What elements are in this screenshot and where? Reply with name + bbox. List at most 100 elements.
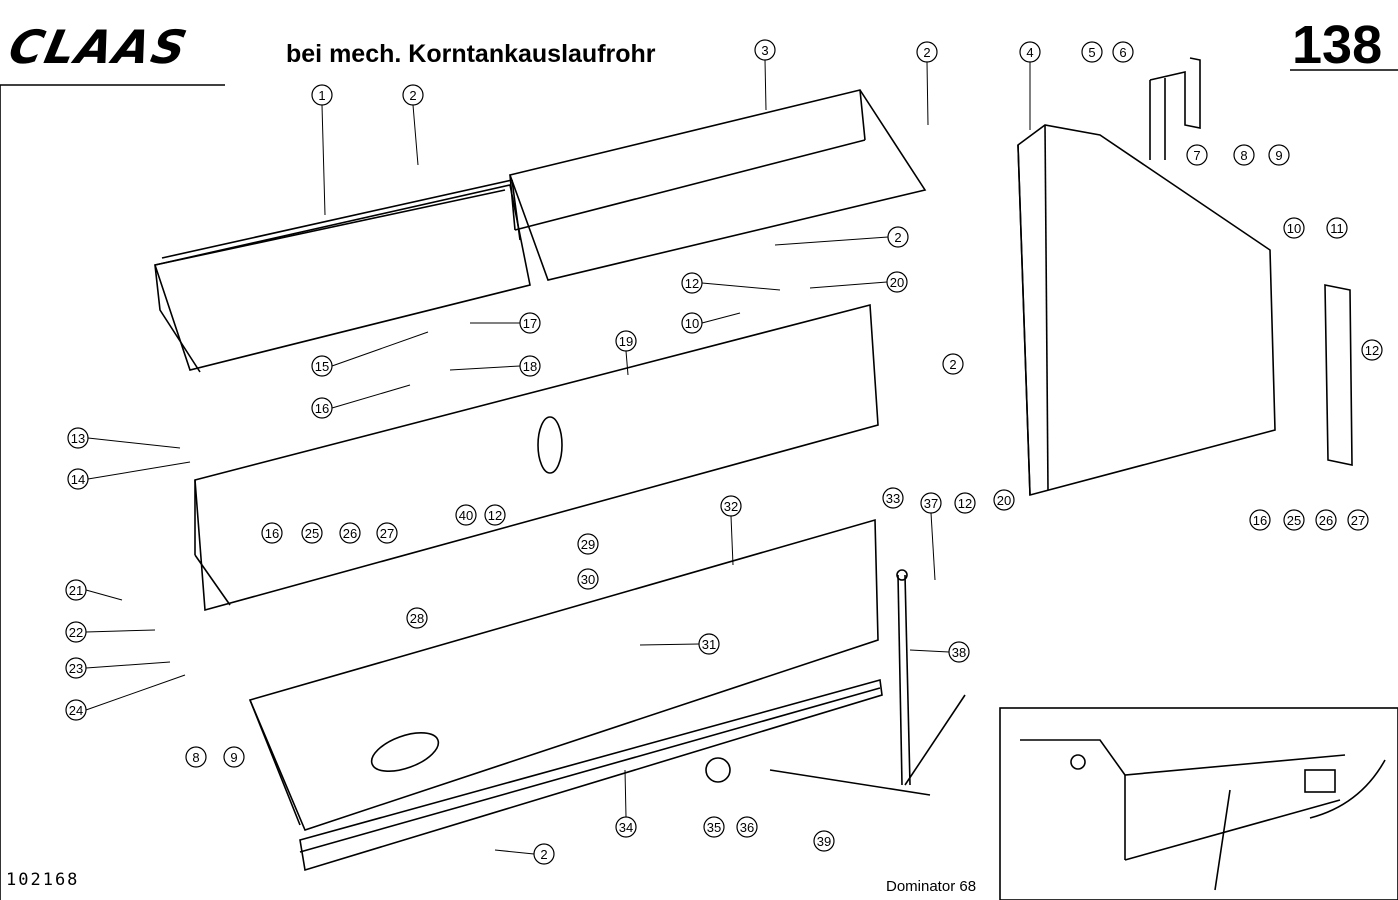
callout: 1 <box>311 84 333 106</box>
part-34-rail <box>299 678 883 872</box>
svg-text:12: 12 <box>685 276 699 291</box>
svg-text:2: 2 <box>923 45 930 60</box>
callout: 26 <box>339 522 361 544</box>
callout: 6 <box>1112 41 1134 63</box>
callout: 10 <box>681 312 703 334</box>
callout: 12 <box>1361 339 1383 361</box>
svg-text:2: 2 <box>894 230 901 245</box>
part-32-panel <box>248 518 879 831</box>
part-4-side-panel <box>1017 124 1276 497</box>
svg-text:8: 8 <box>1240 148 1247 163</box>
inset-operating-view <box>999 707 1398 900</box>
svg-text:20: 20 <box>890 275 904 290</box>
callout: 23 <box>65 657 87 679</box>
callout: 15 <box>311 355 333 377</box>
callout: 29 <box>577 533 599 555</box>
callout: 16 <box>1249 509 1271 531</box>
svg-text:16: 16 <box>265 526 279 541</box>
callout: 2 <box>942 353 964 375</box>
svg-text:23: 23 <box>69 661 83 676</box>
callout: 27 <box>376 522 398 544</box>
svg-text:29: 29 <box>581 537 595 552</box>
callout: 25 <box>1283 509 1305 531</box>
callout: 10 <box>1283 217 1305 239</box>
callout: 28 <box>406 607 428 629</box>
svg-text:10: 10 <box>1287 221 1301 236</box>
callout: 2 <box>533 843 555 865</box>
callout: 31 <box>698 633 720 655</box>
callout: 30 <box>577 568 599 590</box>
svg-text:13: 13 <box>71 431 85 446</box>
callout: 3 <box>754 39 776 61</box>
callout: 21 <box>65 579 87 601</box>
svg-text:9: 9 <box>230 750 237 765</box>
callout: 12 <box>484 504 506 526</box>
callout: 19 <box>615 330 637 352</box>
svg-text:16: 16 <box>1253 513 1267 528</box>
callout: 16 <box>311 397 333 419</box>
svg-text:31: 31 <box>702 637 716 652</box>
svg-text:10: 10 <box>685 316 699 331</box>
svg-text:38: 38 <box>952 645 966 660</box>
svg-text:9: 9 <box>1275 148 1282 163</box>
callout: 5 <box>1081 41 1103 63</box>
svg-text:8: 8 <box>192 750 199 765</box>
svg-text:39: 39 <box>817 834 831 849</box>
svg-text:2: 2 <box>949 357 956 372</box>
callout: 8 <box>1233 144 1255 166</box>
part-7-bracket <box>1149 57 1201 160</box>
page-title: bei mech. Korntankauslaufrohr <box>286 40 656 68</box>
callout: 18 <box>519 355 541 377</box>
svg-text:33: 33 <box>886 491 900 506</box>
svg-text:34: 34 <box>619 820 633 835</box>
svg-text:5: 5 <box>1088 45 1095 60</box>
callout: 20 <box>993 489 1015 511</box>
svg-text:16: 16 <box>315 401 329 416</box>
callout: 37 <box>920 492 942 514</box>
callout: 25 <box>301 522 323 544</box>
callout: 20 <box>886 271 908 293</box>
callout: 2 <box>887 226 909 248</box>
svg-text:1: 1 <box>318 88 325 103</box>
svg-text:24: 24 <box>69 703 83 718</box>
callout: 8 <box>185 746 207 768</box>
svg-text:26: 26 <box>343 526 357 541</box>
callout: 2 <box>402 84 424 106</box>
callout: 39 <box>813 830 835 852</box>
part-1-cover <box>153 179 531 373</box>
callout: 11 <box>1326 217 1348 239</box>
callout: 13 <box>67 427 89 449</box>
svg-text:26: 26 <box>1319 513 1333 528</box>
callout: 7 <box>1186 144 1208 166</box>
callout: 14 <box>67 468 89 490</box>
svg-text:30: 30 <box>581 572 595 587</box>
part-11-channel <box>1324 284 1353 466</box>
callout: 36 <box>736 816 758 838</box>
callout: 33 <box>882 487 904 509</box>
callout: 17 <box>519 312 541 334</box>
svg-text:25: 25 <box>1287 513 1301 528</box>
svg-text:22: 22 <box>69 625 83 640</box>
callout: 4 <box>1019 41 1041 63</box>
callout: 24 <box>65 699 87 721</box>
callout: 9 <box>1268 144 1290 166</box>
svg-text:27: 27 <box>380 526 394 541</box>
svg-text:12: 12 <box>958 496 972 511</box>
svg-text:14: 14 <box>71 472 85 487</box>
callout: 26 <box>1315 509 1337 531</box>
svg-text:11: 11 <box>1330 221 1344 236</box>
callout: 22 <box>65 621 87 643</box>
svg-text:25: 25 <box>305 526 319 541</box>
svg-text:28: 28 <box>410 611 424 626</box>
svg-text:2: 2 <box>409 88 416 103</box>
part-3-cover <box>508 89 927 281</box>
document-number: 102168 <box>6 870 80 890</box>
svg-text:15: 15 <box>315 359 329 374</box>
svg-text:12: 12 <box>488 508 502 523</box>
page-number: 138 <box>1292 15 1383 75</box>
callout: 27 <box>1347 509 1369 531</box>
svg-text:17: 17 <box>523 316 537 331</box>
svg-text:27: 27 <box>1351 513 1365 528</box>
